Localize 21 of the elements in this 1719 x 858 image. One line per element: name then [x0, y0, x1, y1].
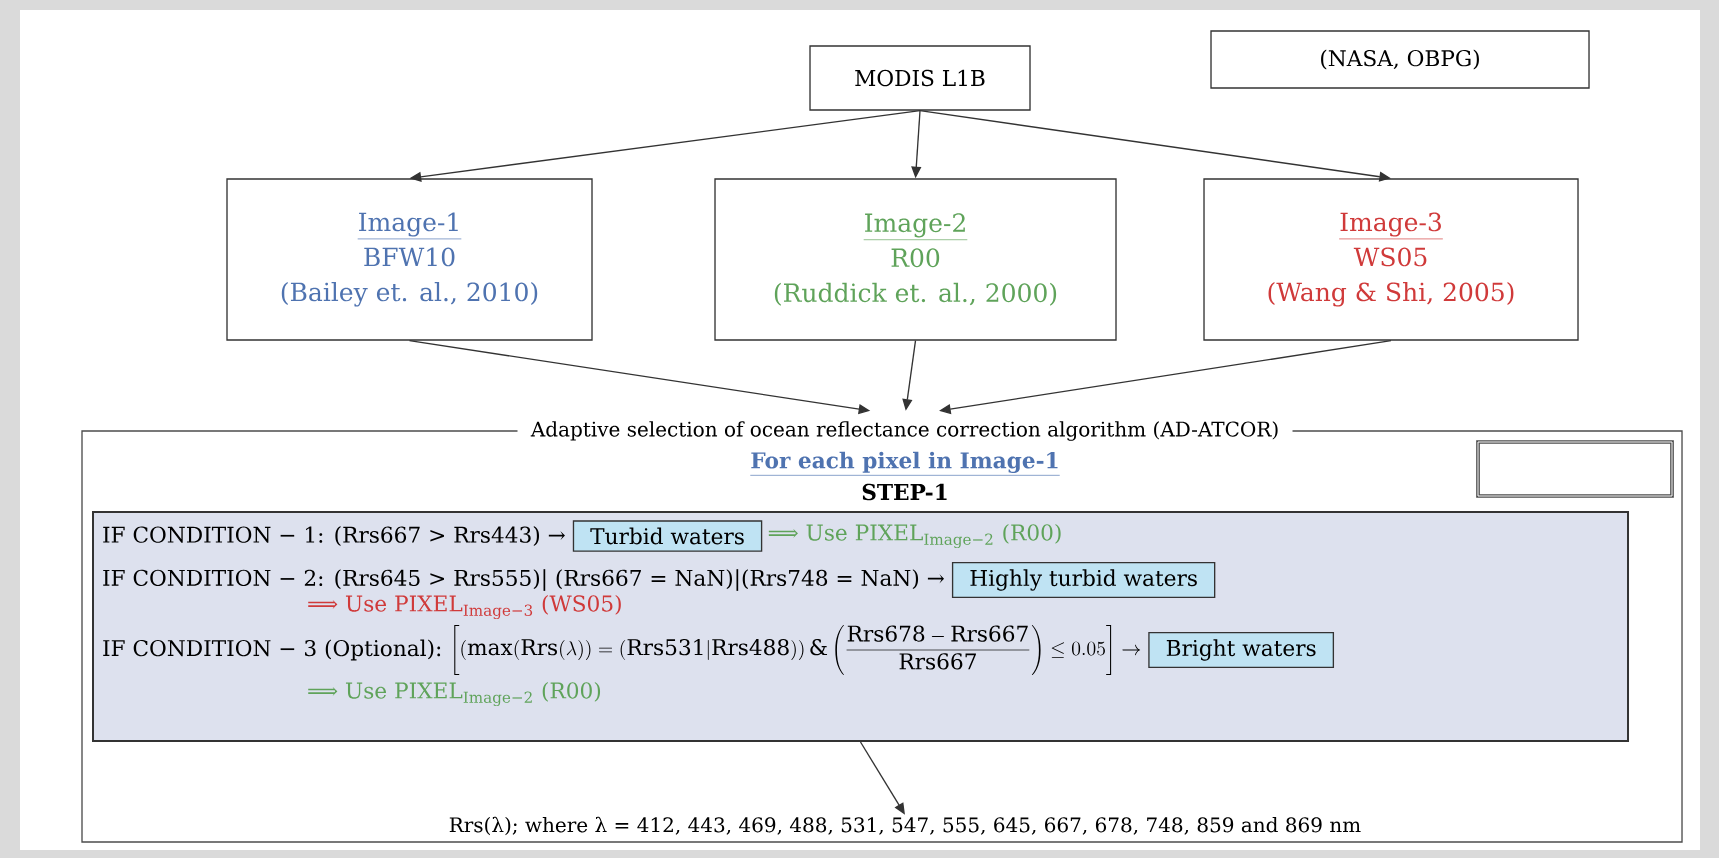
condition-text: ⟹ Use PIXEL$_{Image−2}$ (R00) — [308, 681, 601, 707]
condition-text: $\left[\left(\max(\mathrm{Rrs}(\lambda)) = (\mathrm{Rrs531}|\mathrm{Rrs488})\right)\&\left(\frac{\mathrm{Rrs678}-\mathrm{Rrs667}}{\mathrm{Rrs667}}\right)\le 0.05\right]\rightarrow$ — [454, 625, 1141, 676]
arrow — [859, 741, 905, 815]
note-box: (NASA, OBPG) — [1210, 30, 1590, 89]
step-heading: STEP-1 — [862, 483, 947, 501]
result-text: Rrs(λ); where λ = 412, 443, 469, 488, 531, 547, 555, 645, 667, 678, 748, 859 and 869 nm — [449, 816, 1361, 836]
process-box: Image-2 R00 (Ruddick et. al., 2000) — [714, 178, 1117, 341]
empty-box — [1476, 440, 1674, 498]
condition-text: IF CONDITION − 3 (Optional): — [103, 639, 441, 661]
condition-text: IF CONDITION − 1: (Rrs667 > Rrs443) → — [103, 526, 565, 546]
category-box: Highly turbid waters — [951, 562, 1216, 598]
condition-text: ⟹ Use PIXEL$_{Image−2}$ (R00) — [768, 523, 1061, 549]
category-box: Bright waters — [1148, 632, 1335, 668]
loop-heading: For each pixel in Image-1 — [749, 451, 1061, 476]
category-box: Turbid waters — [572, 520, 763, 552]
process-box: Image-1 BFW10 (Bailey et. al., 2010) — [226, 178, 593, 341]
condition-text: ⟹ Use PIXEL$_{Image−3}$ (WS05) — [308, 594, 621, 620]
process-box: Image-3 WS05 (Wang & Shi, 2005) — [1203, 178, 1579, 341]
source-box: MODIS L1B — [809, 45, 1031, 111]
condition-text: IF CONDITION − 2: (Rrs645 > Rrs555)| (Rrs667 = NaN)|(Rrs748 = NaN) → — [103, 569, 945, 591]
frame-heading: Adaptive selection of ocean reflectance correction algorithm (AD-ATCOR) — [517, 417, 1293, 445]
